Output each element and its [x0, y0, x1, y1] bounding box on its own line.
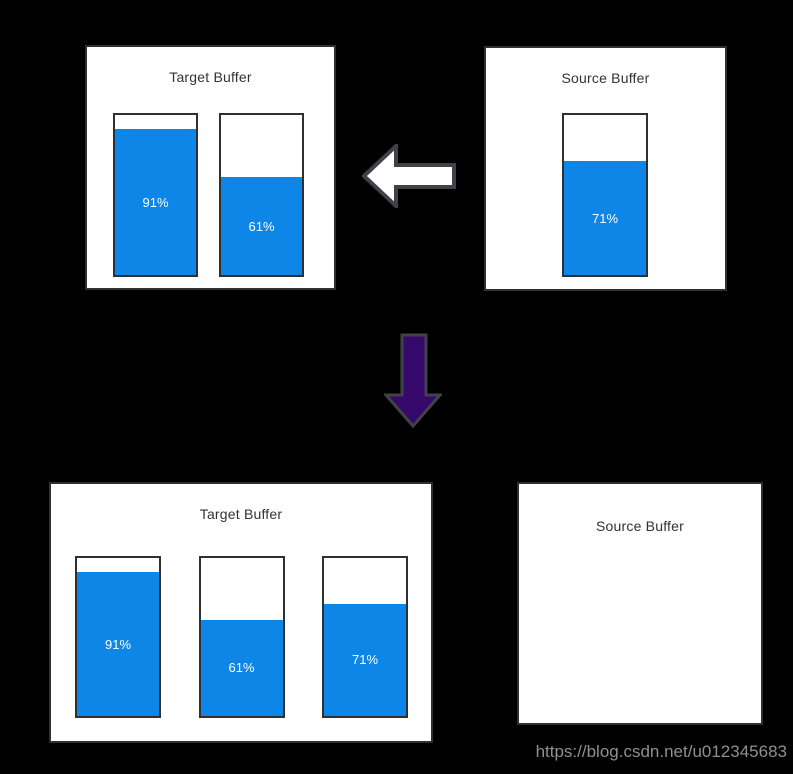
buffer-bar: 61%: [198, 556, 285, 718]
bar-fill-label: 91%: [142, 194, 169, 210]
bar-fill: 61%: [221, 177, 302, 275]
buffer-bars-group: 91% 61%: [113, 113, 304, 277]
watermark-text: https://blog.csdn.net/u012345683: [535, 742, 787, 761]
buffer-bar: 91%: [75, 556, 161, 718]
bar-fill: 71%: [564, 161, 646, 275]
buffer-bar: 91%: [113, 113, 198, 277]
buffer-bar: 61%: [219, 113, 304, 277]
after-target-buffer-panel: Target Buffer 91% 61% 71%: [49, 482, 433, 743]
bar-fill-label: 71%: [351, 652, 379, 668]
before-source-buffer-panel: Source Buffer 71%: [484, 46, 727, 291]
bar-fill: 91%: [77, 572, 159, 716]
after-source-buffer-panel: Source Buffer: [517, 482, 763, 725]
buffer-bars-group: 91% 61% 71%: [75, 556, 408, 718]
panel-title: Target Buffer: [169, 69, 252, 85]
bar-fill: 61%: [200, 619, 283, 716]
panel-title: Source Buffer: [561, 70, 650, 86]
bar-fill-label: 91%: [104, 636, 132, 652]
merge-left-arrow-icon: [362, 144, 456, 208]
bar-fill-label: 61%: [228, 660, 255, 676]
panel-title: Source Buffer: [596, 518, 684, 534]
bar-fill: 91%: [115, 129, 196, 275]
buffer-bar: 71%: [562, 113, 648, 277]
buffer-bar: 71%: [322, 556, 408, 718]
before-target-buffer-panel: Target Buffer 91% 61%: [85, 45, 336, 290]
bar-fill: 71%: [324, 603, 406, 716]
buffer-bars-group: 71%: [562, 113, 648, 277]
panel-title: Target Buffer: [199, 506, 283, 522]
bar-fill-label: 61%: [248, 218, 275, 234]
flow-down-arrow-icon: [384, 333, 442, 428]
bar-fill-label: 71%: [591, 210, 619, 226]
